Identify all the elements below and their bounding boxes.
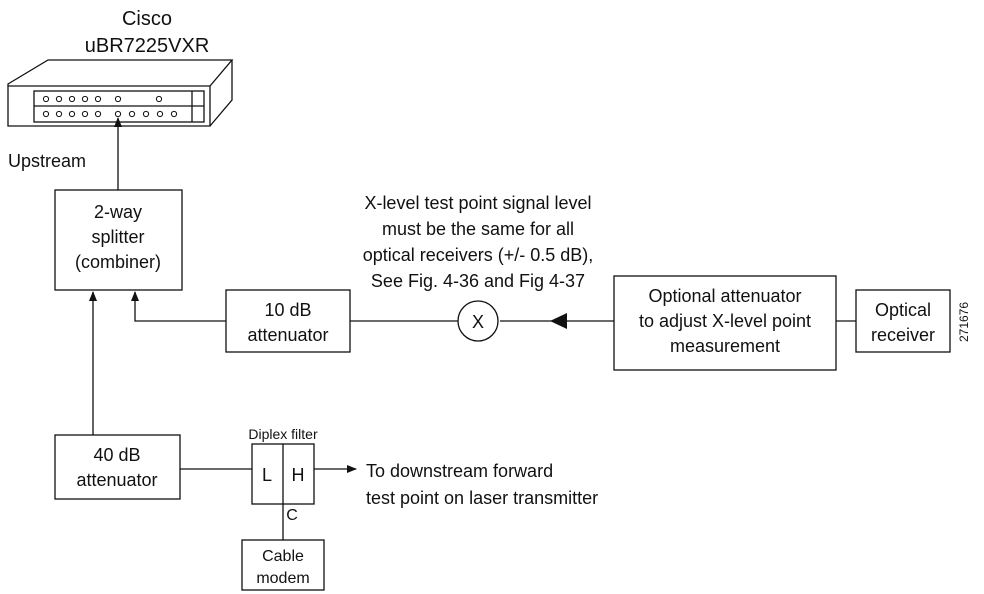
splitter-line1: 2-way — [94, 202, 142, 222]
downstream-label-line2: test point on laser transmitter — [366, 488, 598, 508]
optional-attenuator-line3: measurement — [670, 336, 780, 356]
splitter-box — [54, 189, 183, 291]
upstream-label: Upstream — [8, 151, 86, 171]
optional-attenuator-line2: to adjust X-level point — [639, 311, 811, 331]
cable-modem-line2: modem — [256, 570, 309, 587]
diplex-port-low: L — [262, 465, 272, 485]
optical-receiver-box — [855, 289, 951, 353]
note-line2: must be the same for all — [382, 219, 574, 239]
attenuator-40db-line1: 40 dB — [93, 445, 140, 465]
optional-attenuator-box — [613, 275, 837, 371]
optional-attenuator-line1: Optional attenuator — [648, 286, 801, 306]
figure-id: 271676 — [957, 302, 971, 342]
attenuator-10db-line1: 10 dB — [264, 300, 311, 320]
splitter-line2: splitter — [91, 227, 144, 247]
downstream-label-line1: To downstream forward — [366, 461, 553, 481]
splitter-line3: (combiner) — [75, 252, 161, 272]
diplex-filter-title: Diplex filter — [248, 426, 318, 442]
attenuator-10db-line2: attenuator — [247, 325, 328, 345]
cable-modem-line1: Cable — [262, 548, 304, 565]
optical-receiver-line1: Optical — [875, 300, 931, 320]
router-name-line1: Cisco — [122, 8, 172, 30]
x-test-point-label: X — [472, 312, 484, 332]
optical-receiver-line2: receiver — [871, 325, 935, 345]
attenuator-40db-box — [54, 434, 181, 500]
note-line3: optical receivers (+/- 0.5 dB), — [363, 245, 594, 265]
cable-modem-box — [241, 539, 325, 591]
router-chassis — [7, 59, 234, 127]
note-line1: X-level test point signal level — [364, 193, 591, 213]
attenuator-10db-box — [225, 289, 351, 353]
router-name-line2: uBR7225VXR — [85, 35, 210, 57]
diplex-port-high: H — [292, 465, 305, 485]
note-line4: See Fig. 4-36 and Fig 4-37 — [371, 271, 585, 291]
attenuator-to-splitter-arrow — [131, 291, 226, 322]
diplex-port-common: C — [286, 507, 298, 524]
x-test-point — [457, 300, 499, 342]
signal-direction-arrow-icon — [550, 313, 567, 329]
attenuator-40db-line2: attenuator — [76, 470, 157, 490]
